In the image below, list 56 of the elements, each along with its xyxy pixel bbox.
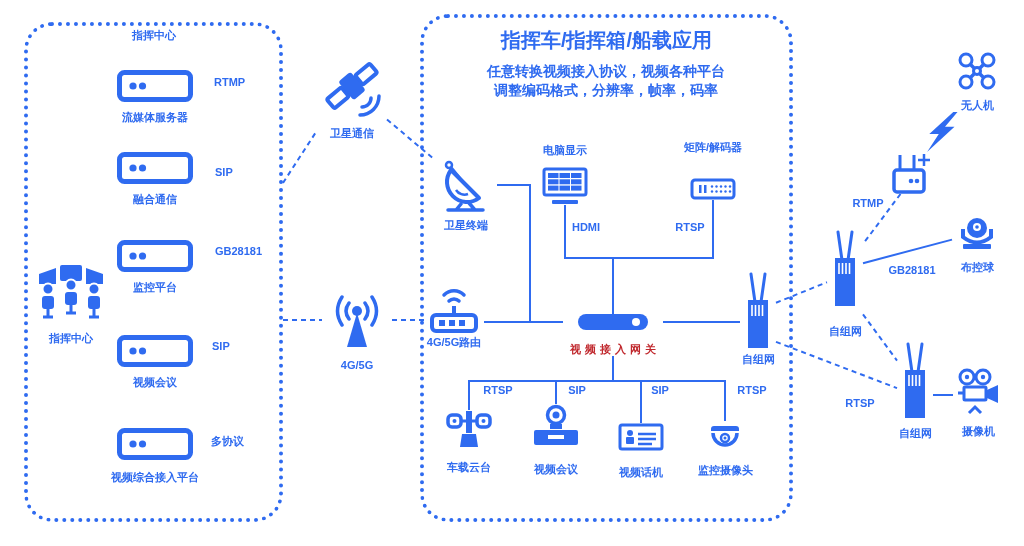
node-label: 摄像机 [961,424,995,438]
node-label: 视频会议 [534,462,578,476]
edge-label: GB28181 [888,263,936,277]
dashed-connector [775,281,828,304]
dashed-connector [862,193,902,245]
edge-label: RTSP [737,383,767,397]
protocol-label: RTMP [214,75,246,89]
protocol-label: SIP [212,339,230,353]
dashed-connector [862,313,898,362]
group-title: 指挥车/指挥箱/船载应用 [500,28,713,52]
edge-label: RTSP [845,396,875,410]
connector-line [862,238,953,265]
node-label: 自组网 [741,352,775,366]
node-label: 自组网 [898,426,932,440]
connector-line [612,355,726,422]
group-title: 指挥中心 [131,29,176,43]
node-label: 布控球 [960,260,994,274]
node-label: 电脑显示 [543,143,587,157]
node-label: 融合通信 [133,192,177,206]
node-label: 视频接入网关 [569,342,660,356]
dashed-connector [282,319,323,321]
node-label: 视频话机 [619,465,663,479]
lightning-bolt [927,112,958,152]
connector-line [483,321,564,323]
edge-label: SIP [651,383,669,397]
protocol-label: SIP [215,165,233,179]
protocol-label: 多协议 [211,434,244,448]
node-label: 卫星终端 [444,218,488,232]
edge-label: RTSP [483,383,513,397]
node-label: 自组网 [828,324,862,338]
node-label: 指挥中心 [49,331,93,345]
node-label: 4G/5G路由 [426,335,482,349]
node-label: 4G/5G [340,358,374,372]
node-label: 监控平台 [133,280,177,294]
node-label: 卫星通信 [330,126,374,140]
dashed-connector [775,340,898,390]
node-label: 视频综合接入平台 [111,470,199,484]
group-frame [24,22,283,522]
protocol-label: GB28181 [215,244,263,258]
node-label: 监控摄像头 [697,463,753,477]
node-label: 流媒体服务器 [122,110,188,124]
node-label: 车载云台 [447,460,491,474]
router-icon [892,152,930,194]
node-label: 视频会议 [133,375,177,389]
edge-label: HDMI [571,220,601,234]
connector-line [662,321,741,323]
group-description: 任意转换视频接入协议，视频各种平台调整编码格式，分辨率，帧率，码率 [486,62,727,100]
connector-line [932,394,954,396]
node-label: 无人机 [960,98,994,112]
group-frame [420,14,793,522]
edge-label: RTSP [675,220,705,234]
connector-line [612,199,714,315]
dashed-connector [391,319,425,321]
edge-label: RTMP [852,196,884,210]
edge-label: SIP [568,383,586,397]
node-label: 矩阵/解码器 [683,140,743,154]
